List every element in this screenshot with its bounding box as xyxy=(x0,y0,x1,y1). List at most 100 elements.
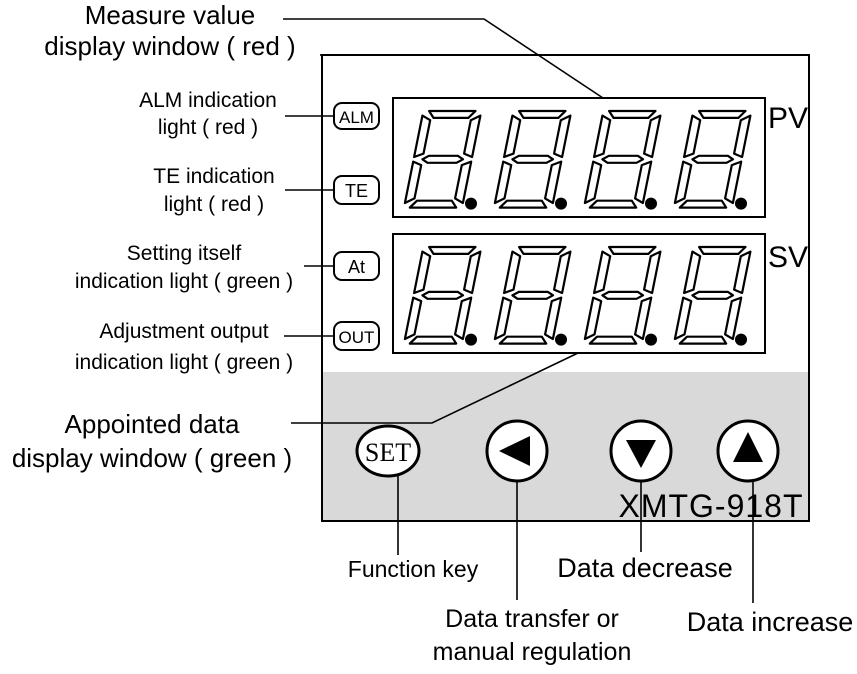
digit-segment xyxy=(607,245,657,255)
callout-function-key: Function key xyxy=(347,556,479,582)
digit-segment xyxy=(592,250,612,295)
digit-segment xyxy=(583,296,603,341)
digit-segment xyxy=(691,290,735,300)
callout-at-light: Setting itself indication light ( green … xyxy=(75,240,293,296)
digit-segment xyxy=(463,114,482,159)
digit-segment xyxy=(723,296,743,341)
digit-segment xyxy=(552,114,572,159)
digit-segment xyxy=(463,250,482,295)
digit-segment xyxy=(633,160,653,205)
digit-segment xyxy=(511,154,555,164)
digit-segment xyxy=(642,114,662,159)
decimal-point xyxy=(645,333,657,346)
up-triangle-icon xyxy=(733,432,763,462)
digit-segment xyxy=(607,109,657,120)
digit-segment xyxy=(678,199,728,209)
decimal-point xyxy=(645,197,657,210)
digit-segment xyxy=(428,109,477,120)
pv-digits xyxy=(403,109,752,210)
digit-segment xyxy=(543,296,563,341)
digit-segment xyxy=(454,296,473,341)
callout-te-light: TE indication light ( red ) xyxy=(153,163,274,219)
digit-segment xyxy=(498,335,548,345)
callout-appointed-line1: Appointed data xyxy=(64,409,240,439)
alm-indicator-label: ALM xyxy=(339,108,374,127)
leader-appointed xyxy=(291,352,579,424)
callout-alm-line2: light ( red ) xyxy=(157,116,259,139)
set-key[interactable]: SET xyxy=(355,424,421,478)
digit-segment xyxy=(413,114,432,159)
digit-segment xyxy=(408,199,458,209)
digit-segment xyxy=(413,250,432,295)
decimal-point xyxy=(555,197,567,210)
callout-alm-line1: ALM indication xyxy=(139,89,277,112)
digit-segment xyxy=(493,160,513,205)
decimal-point xyxy=(735,333,747,346)
digit-segment xyxy=(697,245,747,255)
callout-out-light: Adjustment output indication light ( gre… xyxy=(75,316,293,378)
digit-segment xyxy=(421,154,465,164)
left-triangle-icon xyxy=(499,436,530,466)
digit-segment xyxy=(588,199,638,209)
sv-label: SV xyxy=(768,241,808,274)
callout-measure-line2: display window ( red ) xyxy=(44,31,296,61)
digit-segment xyxy=(498,199,548,209)
digit-segment xyxy=(673,160,693,205)
callout-data-increase: Data increase xyxy=(686,607,854,637)
digit-segment xyxy=(517,245,567,255)
callout-measure-line1: Measure value xyxy=(84,0,256,30)
callout-alm-light: ALM indication light ( red ) xyxy=(139,87,277,141)
digit-segment xyxy=(601,290,645,300)
digit-segment xyxy=(511,290,555,300)
callout-out-line2: indication light ( green ) xyxy=(74,351,294,374)
digit-segment xyxy=(592,114,612,159)
digit-segment xyxy=(493,296,513,341)
down-triangle-icon xyxy=(626,440,656,468)
callout-measure-display: Measure value display window ( red ) xyxy=(44,0,295,62)
leader-lines xyxy=(283,18,754,603)
shift-left-key[interactable] xyxy=(485,419,549,483)
callout-appointed-display: Appointed data display window ( green ) xyxy=(12,407,292,475)
te-indicator-label: TE xyxy=(345,181,368,201)
digit-segment xyxy=(601,154,645,164)
digit-segment xyxy=(673,296,693,341)
out-indicator-label: OUT xyxy=(339,328,375,347)
digit-segment xyxy=(454,160,473,205)
digit-segment xyxy=(732,114,752,159)
decimal-point xyxy=(465,197,477,210)
digit-segment xyxy=(633,296,653,341)
digit-segment xyxy=(697,109,747,120)
digit-segment xyxy=(723,160,743,205)
digit-segment xyxy=(552,250,572,295)
digit-segment xyxy=(428,245,477,255)
callout-data-transfer: Data transfer or manual regulation xyxy=(433,603,632,669)
decimal-point xyxy=(735,197,747,210)
digit-segment xyxy=(403,296,423,341)
at-indicator-label: At xyxy=(348,257,365,277)
digit-segment xyxy=(732,250,752,295)
decrease-key[interactable] xyxy=(609,419,673,483)
digit-segment xyxy=(682,250,702,295)
digit-segment xyxy=(403,160,423,205)
digit-segment xyxy=(503,250,522,295)
digit-segment xyxy=(583,160,603,205)
set-key-label: SET xyxy=(365,438,411,467)
digit-segment xyxy=(503,114,522,159)
leader-measure xyxy=(283,18,604,99)
digit-segment xyxy=(678,335,728,345)
digit-segment xyxy=(691,154,735,164)
digit-segment xyxy=(682,114,702,159)
digit-segment xyxy=(517,109,567,120)
digit-segment xyxy=(421,290,465,300)
pv-label: PV xyxy=(768,102,808,135)
increase-key[interactable] xyxy=(716,419,780,483)
decimal-point xyxy=(465,333,477,346)
sv-digits xyxy=(403,245,752,346)
callout-data-transfer-line1: Data transfer or xyxy=(445,605,619,633)
callout-at-line1: Setting itself xyxy=(126,242,242,265)
digit-segment xyxy=(408,335,458,345)
digit-segment xyxy=(642,250,662,295)
callout-te-line2: light ( red ) xyxy=(163,193,265,216)
digit-segment xyxy=(588,335,638,345)
callout-at-line2: indication light ( green ) xyxy=(74,270,294,293)
